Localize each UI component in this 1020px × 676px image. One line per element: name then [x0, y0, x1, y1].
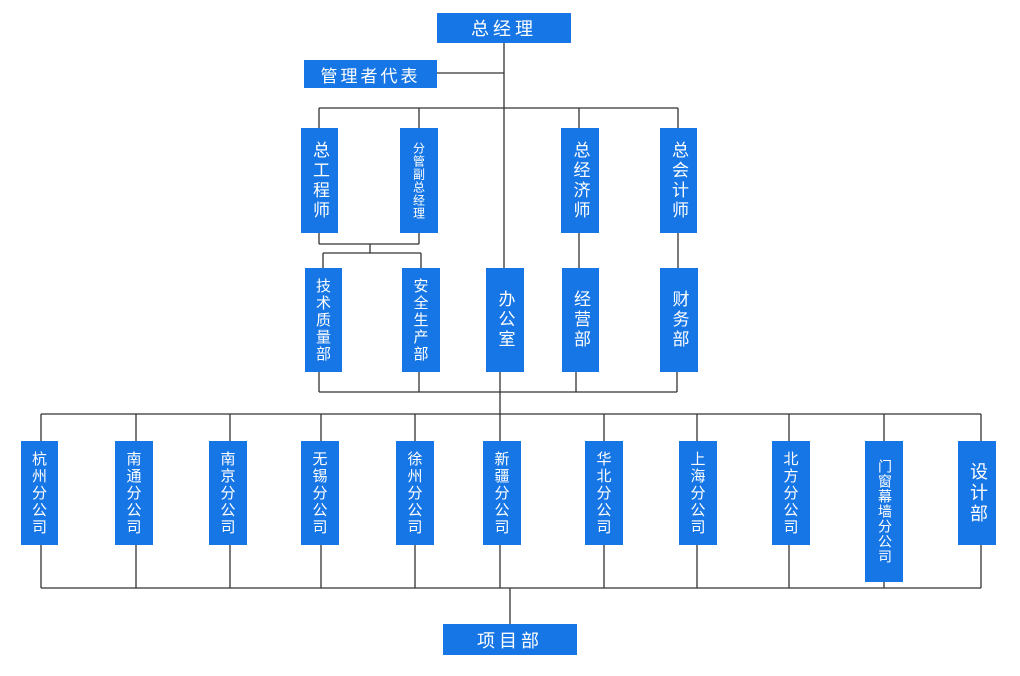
branch-huabei: 华北分公司 [585, 441, 623, 545]
office-box: 办公室 [486, 268, 524, 372]
finance-dept-box: 财务部 [660, 268, 698, 372]
branch-xinjiang: 新疆分公司 [483, 441, 521, 545]
safety-dept-box: 安全生产部 [402, 268, 440, 372]
branch-shanghai: 上海分公司 [679, 441, 717, 545]
branch-xuzhou: 徐州分公司 [396, 441, 434, 545]
ceo-box: 总经理 [437, 13, 571, 43]
project-dept-box: 项目部 [443, 624, 577, 655]
branch-hangzhou: 杭州分公司 [21, 441, 58, 545]
branch-wuxi: 无锡分公司 [301, 441, 339, 545]
tech-quality-dept-box: 技术质量部 [305, 268, 342, 372]
business-dept-box: 经营部 [562, 268, 599, 372]
chief-economist-box: 总经济师 [561, 128, 599, 233]
design-dept-box: 设计部 [958, 441, 996, 545]
branch-nantong: 南通分公司 [115, 441, 153, 545]
branch-doors-curtain-wall: 门窗幕墙分公司 [865, 441, 903, 582]
branch-nanjing: 南京分公司 [209, 441, 247, 545]
deputy-gm-box: 分管副总经理 [400, 128, 438, 233]
chief-accountant-box: 总会计师 [660, 128, 697, 233]
branch-beifang: 北方分公司 [772, 441, 810, 545]
chief-engineer-box: 总工程师 [301, 128, 338, 233]
mgmt-rep-box: 管理者代表 [304, 60, 437, 88]
